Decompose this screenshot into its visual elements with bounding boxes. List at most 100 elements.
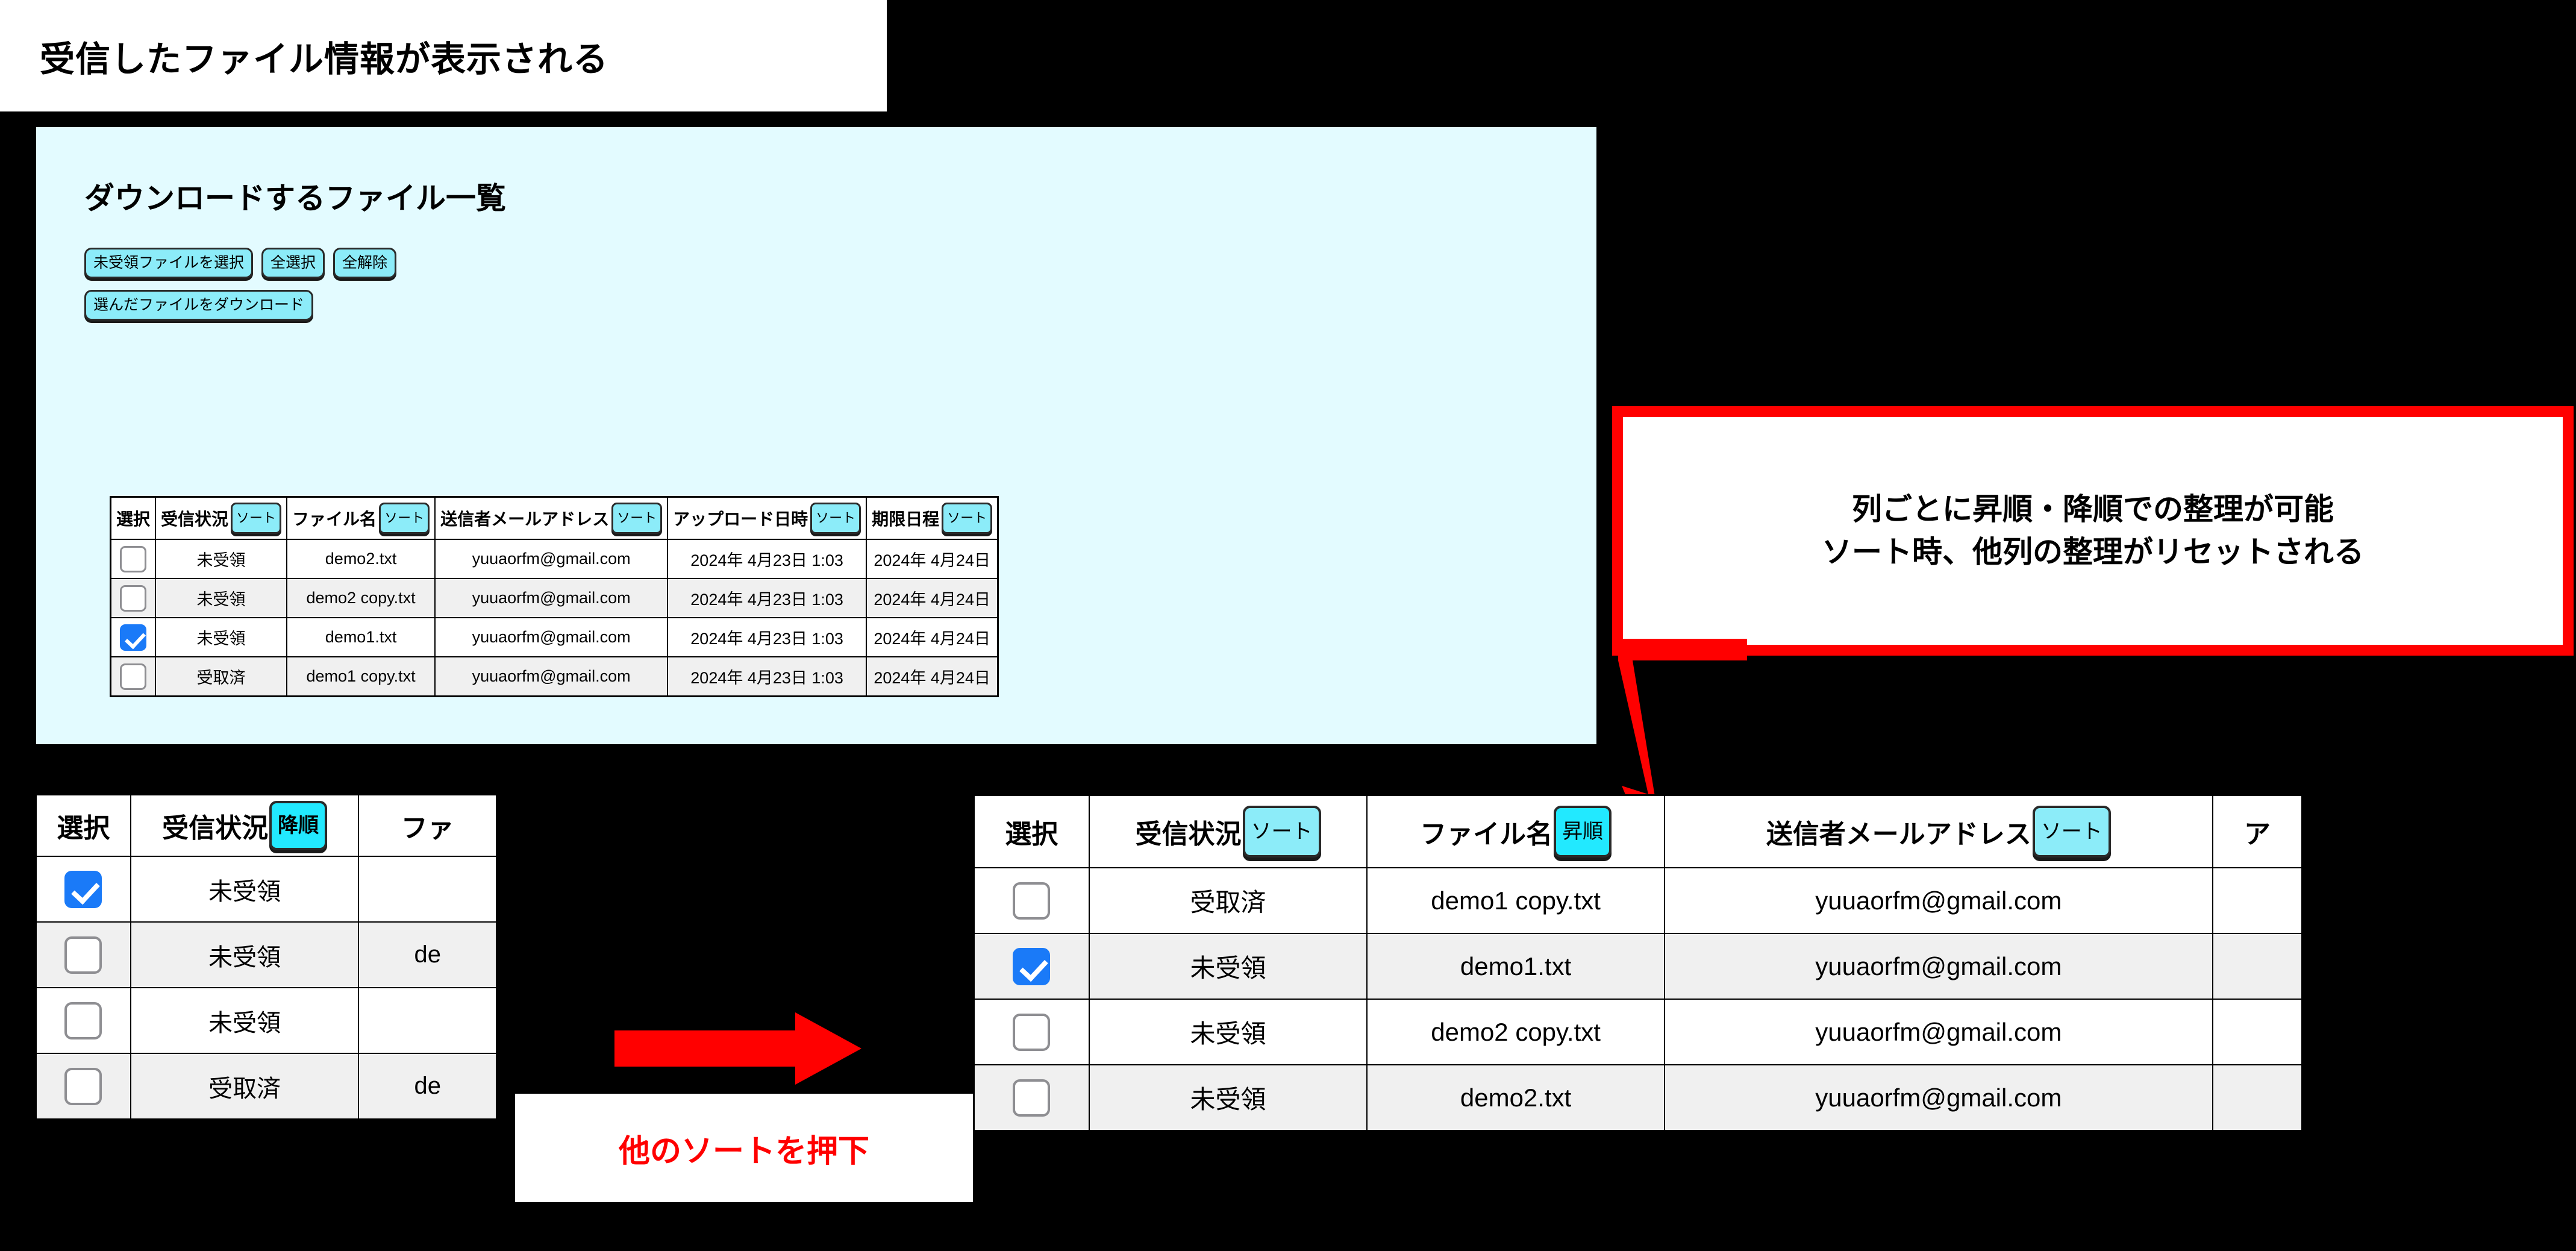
- col-header-email: 送信者メールアドレス ソート: [434, 496, 669, 540]
- cell-status: 受取済: [1088, 867, 1368, 934]
- table-header-row: 選択 受信状況 ソート ファイル名 昇順 送信者メールアドレス ソート: [973, 794, 2303, 868]
- row-checkbox[interactable]: [64, 870, 102, 908]
- table-row: 未受領 demo1.txt yuuaorfm@gmail.com 2024年 4…: [110, 617, 999, 657]
- col-label-filename: ファ: [401, 814, 454, 843]
- select-all-button[interactable]: 全選択: [261, 248, 325, 278]
- cell-email: yuuaorfm@gmail.com: [1663, 867, 2213, 934]
- table-right-head: 選択 受信状況 ソート ファイル名 昇順 送信者メールアドレス ソート: [973, 794, 2303, 868]
- col-header-status: 受信状況 ソート: [155, 496, 288, 540]
- cell-uploaded: 2024年 4月23日 1:03: [667, 617, 868, 657]
- row-checkbox[interactable]: [64, 1002, 102, 1039]
- title-banner-text: 受信したファイル情報が表示される: [40, 39, 609, 79]
- cell-select[interactable]: [973, 999, 1090, 1065]
- file-list-table-body: 未受領 demo2.txt yuuaorfm@gmail.com 2024年 4…: [110, 539, 999, 697]
- callout-pointer-arrow-icon: [1618, 639, 1747, 838]
- cell-filename: de: [358, 1053, 498, 1120]
- sort-button-email[interactable]: ソート: [2032, 806, 2111, 858]
- sort-button-email[interactable]: ソート: [611, 503, 663, 534]
- download-file-list-panel: ダウンロードするファイル一覧 未受領ファイルを選択 全選択 全解除 選んだファイ…: [36, 127, 1596, 744]
- col-header-status: 受信状況 ソート: [1088, 794, 1368, 868]
- callout-line-2: ソート時、他列の整理がリセットされる: [1822, 535, 2364, 569]
- row-checkbox[interactable]: [1013, 1013, 1051, 1051]
- cell-select[interactable]: [110, 539, 157, 579]
- col-header-uploaded: アップロード日時 ソート: [667, 496, 868, 540]
- sort-button-filename-ascending[interactable]: 昇順: [1554, 806, 1612, 858]
- cell-uploaded: 2024年 4月23日 1:03: [667, 539, 868, 579]
- cell-deadline: 2024年 4月24日: [866, 617, 999, 657]
- row-checkbox[interactable]: [1013, 882, 1051, 920]
- select-unreceived-button[interactable]: 未受領ファイルを選択: [84, 248, 254, 278]
- table-left-body: 未受領 未受領 de 未受領 受取済 de: [35, 856, 498, 1120]
- cell-status: 未受領: [155, 578, 288, 618]
- cell-email: yuuaorfm@gmail.com: [434, 656, 669, 697]
- cell-email: yuuaorfm@gmail.com: [1663, 999, 2213, 1065]
- row-checkbox[interactable]: [120, 663, 146, 690]
- row-checkbox[interactable]: [1013, 947, 1051, 985]
- cell-select[interactable]: [110, 617, 157, 657]
- cell-status: 未受領: [1088, 1064, 1368, 1132]
- cell-email: yuuaorfm@gmail.com: [1663, 933, 2213, 1000]
- cell-select[interactable]: [973, 1064, 1090, 1132]
- table-right-body: 受取済 demo1 copy.txt yuuaorfm@gmail.com 未受…: [973, 867, 2303, 1132]
- col-header-filename: ファ: [358, 794, 498, 857]
- cell-select[interactable]: [35, 1053, 131, 1120]
- sort-button-uploaded[interactable]: ソート: [810, 503, 861, 534]
- cell-status: 未受領: [130, 987, 360, 1054]
- cell-select[interactable]: [110, 656, 157, 697]
- col-label-status: 受信状況: [161, 510, 229, 528]
- cell-uploaded: [2212, 867, 2303, 934]
- download-selected-button[interactable]: 選んだファイルをダウンロード: [84, 290, 314, 321]
- cell-filename: demo1.txt: [286, 617, 436, 657]
- cell-select[interactable]: [35, 921, 131, 988]
- row-checkbox[interactable]: [64, 1067, 102, 1105]
- col-header-uploaded: ア: [2212, 794, 2303, 868]
- sort-button-status-descending[interactable]: 降順: [269, 801, 328, 850]
- transition-arrow-icon: [614, 1012, 861, 1085]
- col-header-select: 選択: [973, 794, 1090, 868]
- cell-select[interactable]: [973, 933, 1090, 1000]
- cell-select[interactable]: [110, 578, 157, 618]
- cell-filename: demo1 copy.txt: [1366, 867, 1665, 934]
- cell-select[interactable]: [35, 987, 131, 1054]
- cell-email: yuuaorfm@gmail.com: [1663, 1064, 2213, 1132]
- col-label-deadline: 期限日程: [872, 510, 940, 528]
- table-row: 未受領: [35, 987, 498, 1054]
- row-checkbox[interactable]: [120, 585, 146, 612]
- file-list-table-after-sort: 選択 受信状況 ソート ファイル名 昇順 送信者メールアドレス ソート: [973, 794, 2303, 1132]
- cell-filename: demo2 copy.txt: [1366, 999, 1665, 1065]
- table-row: 受取済 de: [35, 1053, 498, 1120]
- cell-select[interactable]: [35, 856, 131, 923]
- col-header-select: 選択: [35, 794, 131, 857]
- sort-button-status[interactable]: ソート: [1242, 806, 1321, 858]
- page-title: ダウンロードするファイル一覧: [84, 181, 506, 215]
- sort-button-status[interactable]: ソート: [231, 503, 282, 534]
- file-list-table: 選択 受信状況 ソート ファイル名 ソート 送信者メールアドレ: [110, 496, 999, 697]
- cell-filename: demo2.txt: [286, 539, 436, 579]
- row-checkbox[interactable]: [64, 936, 102, 974]
- col-header-filename: ファイル名 昇順: [1366, 794, 1665, 868]
- cell-deadline: 2024年 4月24日: [866, 539, 999, 579]
- transition-label: 他のソートを押下: [515, 1094, 973, 1202]
- col-label-email: 送信者メールアドレス: [440, 510, 610, 528]
- col-label-status: 受信状況: [1135, 820, 1242, 849]
- col-header-filename: ファイル名 ソート: [286, 496, 436, 540]
- cell-filename: demo2.txt: [1366, 1064, 1665, 1132]
- file-list-table-before-sort: 選択 受信状況 降順 ファ 未受領 未受領 de 未受領: [35, 794, 498, 1120]
- row-checkbox[interactable]: [120, 624, 146, 651]
- sort-button-deadline[interactable]: ソート: [942, 503, 993, 534]
- sort-button-filename[interactable]: ソート: [379, 503, 430, 534]
- table-left-head: 選択 受信状況 降順 ファ: [35, 794, 498, 857]
- row-checkbox[interactable]: [120, 545, 146, 572]
- col-label-filename: ファイル名: [292, 510, 377, 528]
- cell-select[interactable]: [973, 867, 1090, 934]
- download-action-row: 選んだファイルをダウンロード: [84, 290, 314, 321]
- cell-status: 未受領: [130, 921, 360, 988]
- table-row: 未受領 demo2.txt yuuaorfm@gmail.com 2024年 4…: [110, 539, 999, 579]
- cell-uploaded: [2212, 999, 2303, 1065]
- cell-uploaded: [2212, 933, 2303, 1000]
- cell-uploaded: [2212, 1064, 2303, 1132]
- deselect-all-button[interactable]: 全解除: [333, 248, 397, 278]
- bulk-action-button-row: 未受領ファイルを選択 全選択 全解除: [84, 248, 397, 278]
- row-checkbox[interactable]: [1013, 1079, 1051, 1117]
- cell-status: 受取済: [130, 1053, 360, 1120]
